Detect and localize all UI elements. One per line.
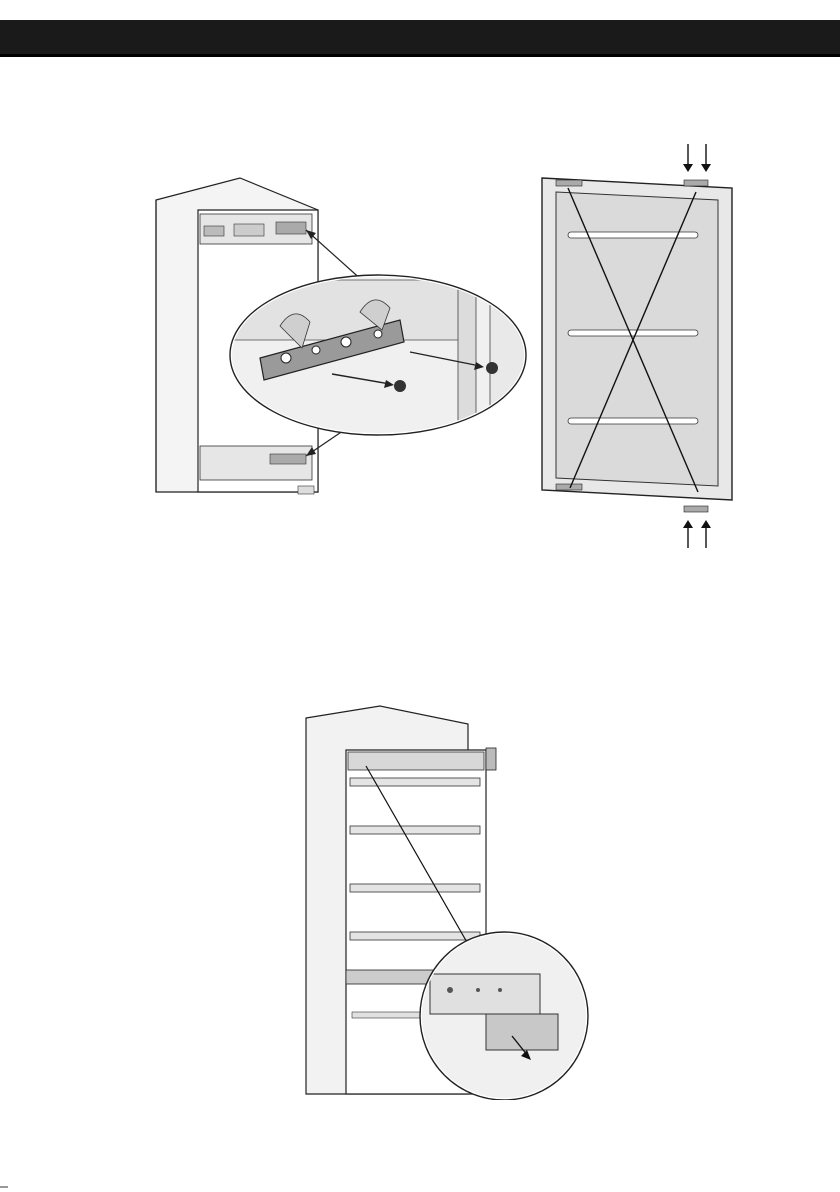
arrow-down-icon	[701, 164, 711, 172]
shelf	[350, 884, 480, 892]
door-reversal-svg	[520, 130, 750, 560]
cover-removal-svg	[300, 700, 590, 1100]
section-header-bar	[0, 20, 840, 57]
screw-cap-left	[394, 380, 406, 392]
bottom-hinge-bracket	[684, 506, 708, 512]
top-hinge-bracket	[684, 180, 708, 186]
door-reversal-illustration	[520, 130, 750, 560]
cover-panel	[486, 1014, 558, 1050]
cover-removal-illustration	[300, 700, 590, 1100]
arrow-up-icon	[683, 520, 693, 528]
arrow-up-icon	[701, 520, 711, 528]
shelf	[350, 778, 480, 786]
arrow-down-icon	[683, 164, 693, 172]
screw-cap-right	[486, 362, 498, 374]
hinge-removal-svg	[120, 130, 540, 510]
shelf	[350, 826, 480, 834]
page-edge-mark	[0, 1186, 8, 1188]
shelf	[350, 932, 480, 940]
hinge-removal-illustration	[120, 130, 540, 510]
